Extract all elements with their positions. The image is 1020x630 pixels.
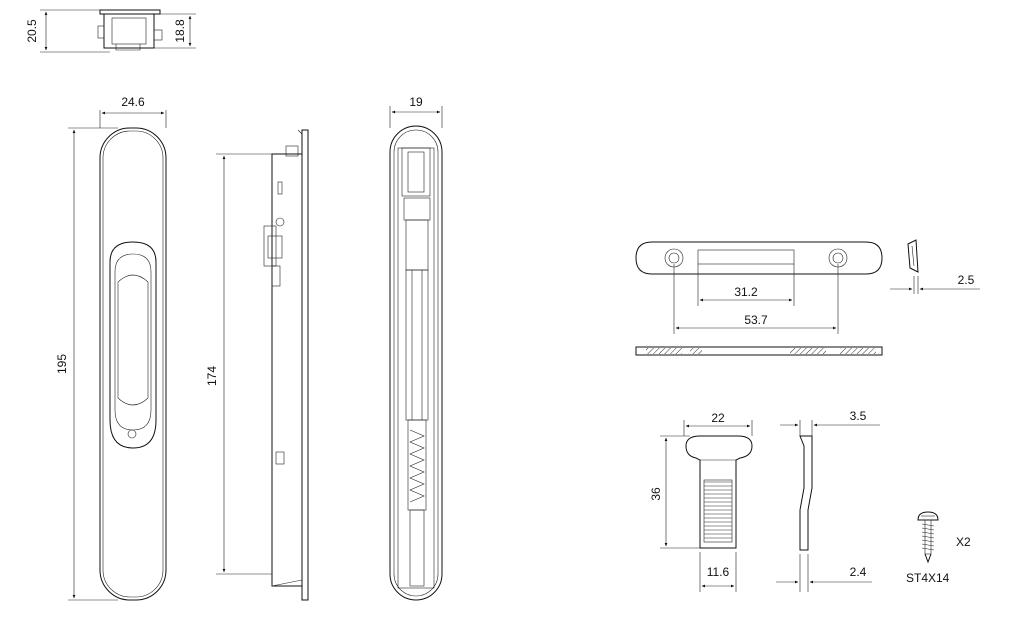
screw-quantity-label: X2 xyxy=(956,535,971,549)
strike-plate xyxy=(635,239,980,356)
keeper xyxy=(660,420,753,592)
screw-spec-label: ST4X14 xyxy=(906,571,950,585)
back-view xyxy=(389,106,443,601)
screw-icon xyxy=(917,511,939,564)
strike-thickness-label: 2.5 xyxy=(958,273,975,287)
keeper-serrations xyxy=(703,479,733,543)
strike-inner-spacing-label: 31.2 xyxy=(734,285,758,299)
side-view xyxy=(216,129,309,601)
keeper-shank-width-label: 11.6 xyxy=(707,565,730,579)
strike-outer-spacing-label: 53.7 xyxy=(744,313,768,327)
keeper-profile xyxy=(776,420,880,592)
keeper-width-label: 22 xyxy=(711,411,725,425)
side-height-label: 174 xyxy=(205,366,219,386)
back-width-label: 19 xyxy=(409,95,423,109)
keeper-height-label: 36 xyxy=(649,487,663,501)
front-width-label: 24.6 xyxy=(121,95,145,109)
top-height-label: 20.5 xyxy=(25,19,39,43)
profile-bottom-label: 2.4 xyxy=(850,565,867,579)
front-height-label: 195 xyxy=(55,354,69,374)
top-view xyxy=(40,9,196,53)
front-view xyxy=(68,110,167,601)
profile-top-label: 3.5 xyxy=(850,409,867,423)
top-inner-height-label: 18.8 xyxy=(173,19,187,43)
